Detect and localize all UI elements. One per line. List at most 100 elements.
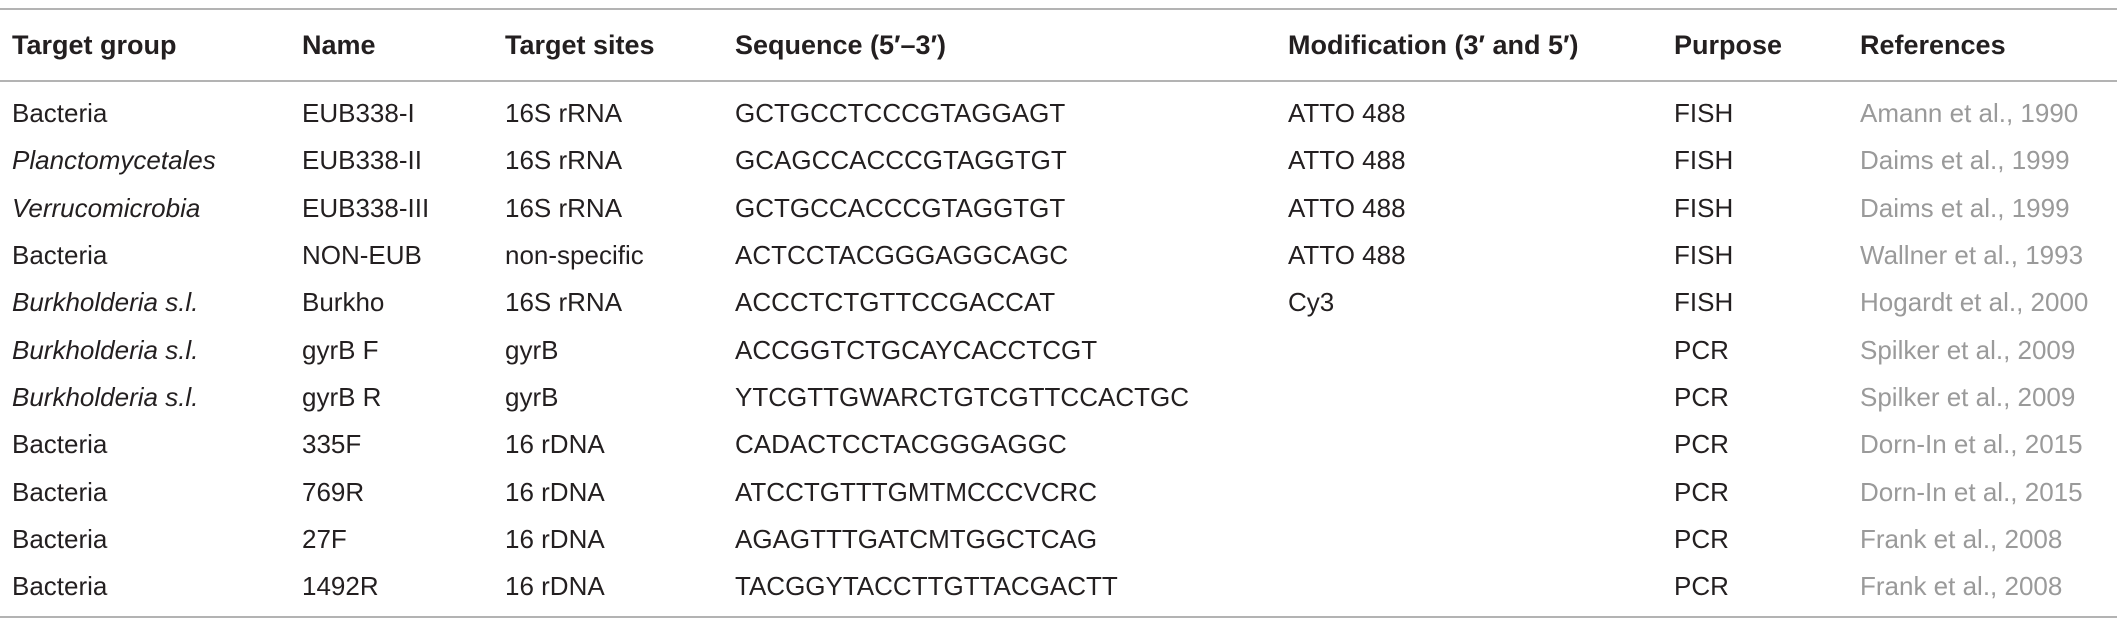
- cell-reference: Frank et al., 2008: [1848, 562, 2117, 619]
- header-target-group: Target group: [0, 8, 290, 82]
- cell-reference: Daims et al., 1999: [1860, 192, 2070, 223]
- cell-name: 335F: [302, 429, 362, 460]
- cell-sequence: YTCGTTGWARCTGTCGTTCCACTGC: [735, 381, 1189, 412]
- table-row: Bacteria 335F 16 rDNA CADACTCCTACGGGAGGC PCR…: [0, 421, 2117, 468]
- cell-target-group: Bacteria: [12, 476, 108, 507]
- header-target-sites: Target sites: [493, 8, 723, 82]
- table-row: Bacteria 769R 16 rDNA ATCCTGTTTGMTMCCCVCRC P…: [0, 468, 2117, 515]
- cell-purpose: PCR: [1674, 476, 1729, 507]
- cell-sequence: TACGGYTACCTTGTTACGACTT: [723, 562, 1276, 619]
- cell-target-sites: 16 rDNA: [505, 523, 605, 554]
- cell-purpose: FISH: [1674, 145, 1734, 176]
- cell-target-group: Verrucomicrobia: [12, 192, 201, 223]
- table-row: Bacteria EUB338-I 16S rRNA GCTGCCTCCCGTAGGA…: [0, 81, 2117, 137]
- cell-target-sites: gyrB: [505, 334, 559, 365]
- header-references: References: [1848, 8, 2117, 82]
- cell-sequence: ATCCTGTTTGMTMCCCVCRC: [735, 476, 1098, 507]
- cell-reference: Daims et al., 1999: [1860, 145, 2070, 176]
- cell-target-sites: 16 rDNA: [505, 476, 605, 507]
- cell-purpose: FISH: [1674, 98, 1734, 129]
- cell-sequence: ACCGGTCTGCAYCACCTCGT: [735, 334, 1098, 365]
- cell-purpose: PCR: [1674, 334, 1729, 365]
- cell-modification: [1276, 326, 1662, 373]
- cell-name: EUB338-II: [302, 145, 422, 176]
- cell-reference: Frank et al., 2008: [1860, 523, 2063, 554]
- cell-name: EUB338-I: [302, 98, 415, 129]
- cell-reference: Dorn-In et al., 2015: [1860, 429, 2083, 460]
- table-row: Bacteria 27F 16 rDNA AGAGTTTGATCMTGGCTCAG PC…: [0, 516, 2117, 563]
- cell-target-sites: 16 rDNA: [493, 562, 723, 619]
- table-row: Burkholderia s.l. Burkho 16S rRNA ACCCTCTGT…: [0, 279, 2117, 326]
- cell-name: NON-EUB: [302, 240, 422, 271]
- table-row: Verrucomicrobia EUB338-III 16S rRNA GCTGCCA…: [0, 185, 2117, 232]
- cell-sequence: AGAGTTTGATCMTGGCTCAG: [735, 523, 1098, 554]
- cell-purpose: PCR: [1674, 381, 1729, 412]
- cell-modification: [1276, 421, 1662, 468]
- cell-target-group: Bacteria: [12, 429, 108, 460]
- table-header: Target group Name Target sites Sequence …: [0, 8, 2117, 82]
- cell-target-group: Burkholderia s.l.: [12, 287, 199, 318]
- header-name: Name: [290, 8, 493, 82]
- cell-name: gyrB R: [302, 381, 382, 412]
- table-row: Burkholderia s.l. gyrB F gyrB ACCGGTCTGCAYC…: [0, 326, 2117, 373]
- cell-name: gyrB F: [302, 334, 379, 365]
- header-row: Target group Name Target sites Sequence …: [0, 8, 2117, 82]
- cell-modification: ATTO 488: [1288, 98, 1406, 129]
- cell-purpose: PCR: [1674, 429, 1729, 460]
- cell-purpose: PCR: [1662, 562, 1848, 619]
- cell-sequence: CADACTCCTACGGGAGGC: [735, 429, 1067, 460]
- cell-target-group: Burkholderia s.l.: [12, 334, 199, 365]
- cell-target-group: Bacteria: [12, 523, 108, 554]
- cell-sequence: GCAGCCACCCGTAGGTGT: [735, 145, 1067, 176]
- cell-reference: Hogardt et al., 2000: [1860, 287, 2089, 318]
- cell-purpose: FISH: [1674, 240, 1734, 271]
- cell-target-group: Burkholderia s.l.: [12, 381, 199, 412]
- cell-purpose: FISH: [1674, 287, 1734, 318]
- cell-target-group: Planctomycetales: [12, 145, 216, 176]
- cell-name: 769R: [302, 476, 365, 507]
- cell-sequence: GCTGCCTCCCGTAGGAGT: [735, 98, 1066, 129]
- cell-name: 1492R: [290, 562, 493, 619]
- cell-purpose: PCR: [1674, 523, 1729, 554]
- header-modification: Modification (3′ and 5′): [1276, 8, 1662, 82]
- cell-target-sites: 16S rRNA: [505, 287, 623, 318]
- cell-name: EUB338-III: [302, 192, 430, 223]
- table-body: Bacteria EUB338-I 16S rRNA GCTGCCTCCCGTAGGA…: [0, 81, 2117, 619]
- cell-modification: [1276, 468, 1662, 515]
- cell-target-group: Bacteria: [0, 562, 290, 619]
- cell-target-sites: 16S rRNA: [505, 98, 623, 129]
- cell-modification: ATTO 488: [1288, 145, 1406, 176]
- cell-target-group: Bacteria: [12, 98, 108, 129]
- cell-modification: [1276, 562, 1662, 619]
- cell-reference: Amann et al., 1990: [1860, 98, 2079, 129]
- cell-purpose: FISH: [1674, 192, 1734, 223]
- cell-modification: Cy3: [1288, 287, 1335, 318]
- cell-reference: Wallner et al., 1993: [1860, 240, 2084, 271]
- cell-sequence: GCTGCCACCCGTAGGTGT: [735, 192, 1066, 223]
- cell-modification: ATTO 488: [1288, 240, 1406, 271]
- cell-reference: Dorn-In et al., 2015: [1860, 476, 2083, 507]
- cell-name: 27F: [302, 523, 347, 554]
- cell-reference: Spilker et al., 2009: [1860, 381, 2076, 412]
- cell-target-sites: non-specific: [505, 240, 644, 271]
- cell-target-group: Bacteria: [12, 240, 108, 271]
- cell-sequence: ACTCCTACGGGAGGCAGC: [735, 240, 1069, 271]
- table-row: Burkholderia s.l. gyrB R gyrB YTCGTTGWARCTG…: [0, 374, 2117, 421]
- cell-name: Burkho: [302, 287, 385, 318]
- cell-sequence: ACCCTCTGTTCCGACCAT: [735, 287, 1056, 318]
- table-row: Planctomycetales EUB338-II 16S rRNA GCAGCCA…: [0, 137, 2117, 184]
- primer-probe-table: Target group Name Target sites Sequence …: [0, 8, 2117, 619]
- cell-modification: ATTO 488: [1288, 192, 1406, 223]
- cell-target-sites: gyrB: [505, 381, 559, 412]
- cell-reference: Spilker et al., 2009: [1860, 334, 2076, 365]
- cell-target-sites: 16S rRNA: [505, 192, 623, 223]
- table-row: Bacteria NON-EUB non-specific ACTCCTACGGGAG…: [0, 232, 2117, 279]
- cell-modification: [1276, 516, 1662, 563]
- header-purpose: Purpose: [1662, 8, 1848, 82]
- cell-modification: [1276, 374, 1662, 421]
- header-sequence: Sequence (5′–3′): [723, 8, 1276, 82]
- cell-target-sites: 16S rRNA: [505, 145, 623, 176]
- cell-target-sites: 16 rDNA: [505, 429, 605, 460]
